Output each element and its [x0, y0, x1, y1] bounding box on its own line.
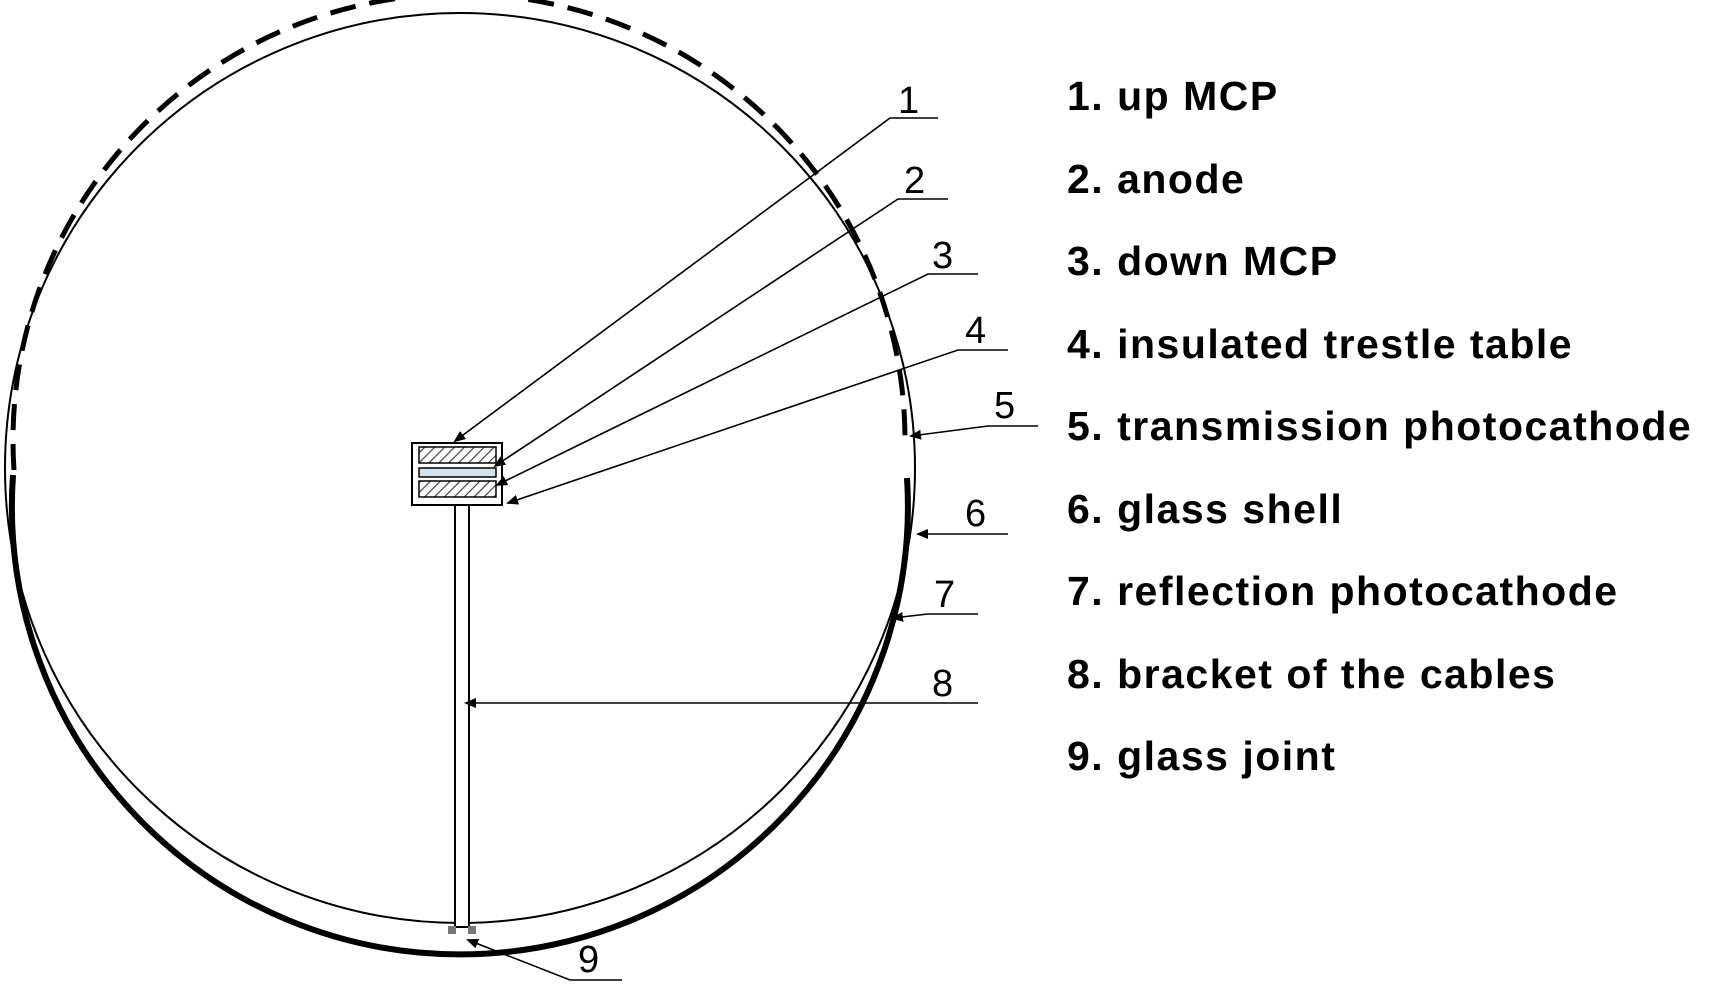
reflection-photocathode	[8, 474, 911, 958]
callout-3: 3	[932, 235, 953, 277]
down-mcp	[418, 480, 497, 498]
legend-item: 3. down MCP	[1067, 238, 1339, 284]
callout-8: 8	[932, 663, 953, 705]
leader-4	[506, 349, 1008, 505]
up-mcp	[418, 446, 497, 464]
legend-item: 4. insulated trestle table	[1067, 320, 1574, 367]
leader-1	[453, 117, 938, 443]
callout-4: 4	[965, 310, 986, 352]
legend-item: 1. up MCP	[1067, 73, 1279, 119]
cable-bracket	[454, 504, 470, 928]
callout-6: 6	[965, 493, 986, 535]
legend-item: 8. bracket of the cables	[1067, 650, 1557, 697]
anode	[418, 467, 497, 478]
callout-2: 2	[904, 160, 925, 202]
leader-5	[909, 425, 1038, 440]
leader-7	[891, 611, 978, 622]
legend-item: 2. anode	[1067, 155, 1246, 202]
legend-item: 5. transmission photocathode	[1067, 403, 1693, 449]
callout-5: 5	[994, 385, 1015, 427]
transmission-photocathode	[10, 0, 908, 471]
mcp-assembly	[411, 442, 503, 506]
leader-3	[495, 273, 978, 486]
legend-item: 6. glass shell	[1067, 485, 1344, 532]
glass-joint	[448, 926, 476, 934]
callout-7: 7	[934, 574, 955, 616]
callout-1: 1	[898, 80, 919, 122]
leader-lines	[453, 117, 1038, 981]
legend-item: 7. reflection photocathode	[1067, 568, 1619, 614]
legend: 1. up MCP 2. anode 3. down MCP 4. insula…	[1067, 68, 1692, 811]
leader-9	[466, 938, 622, 981]
callout-9: 9	[578, 939, 599, 981]
leader-2	[493, 198, 948, 468]
legend-item: 9. glass joint	[1067, 733, 1337, 779]
